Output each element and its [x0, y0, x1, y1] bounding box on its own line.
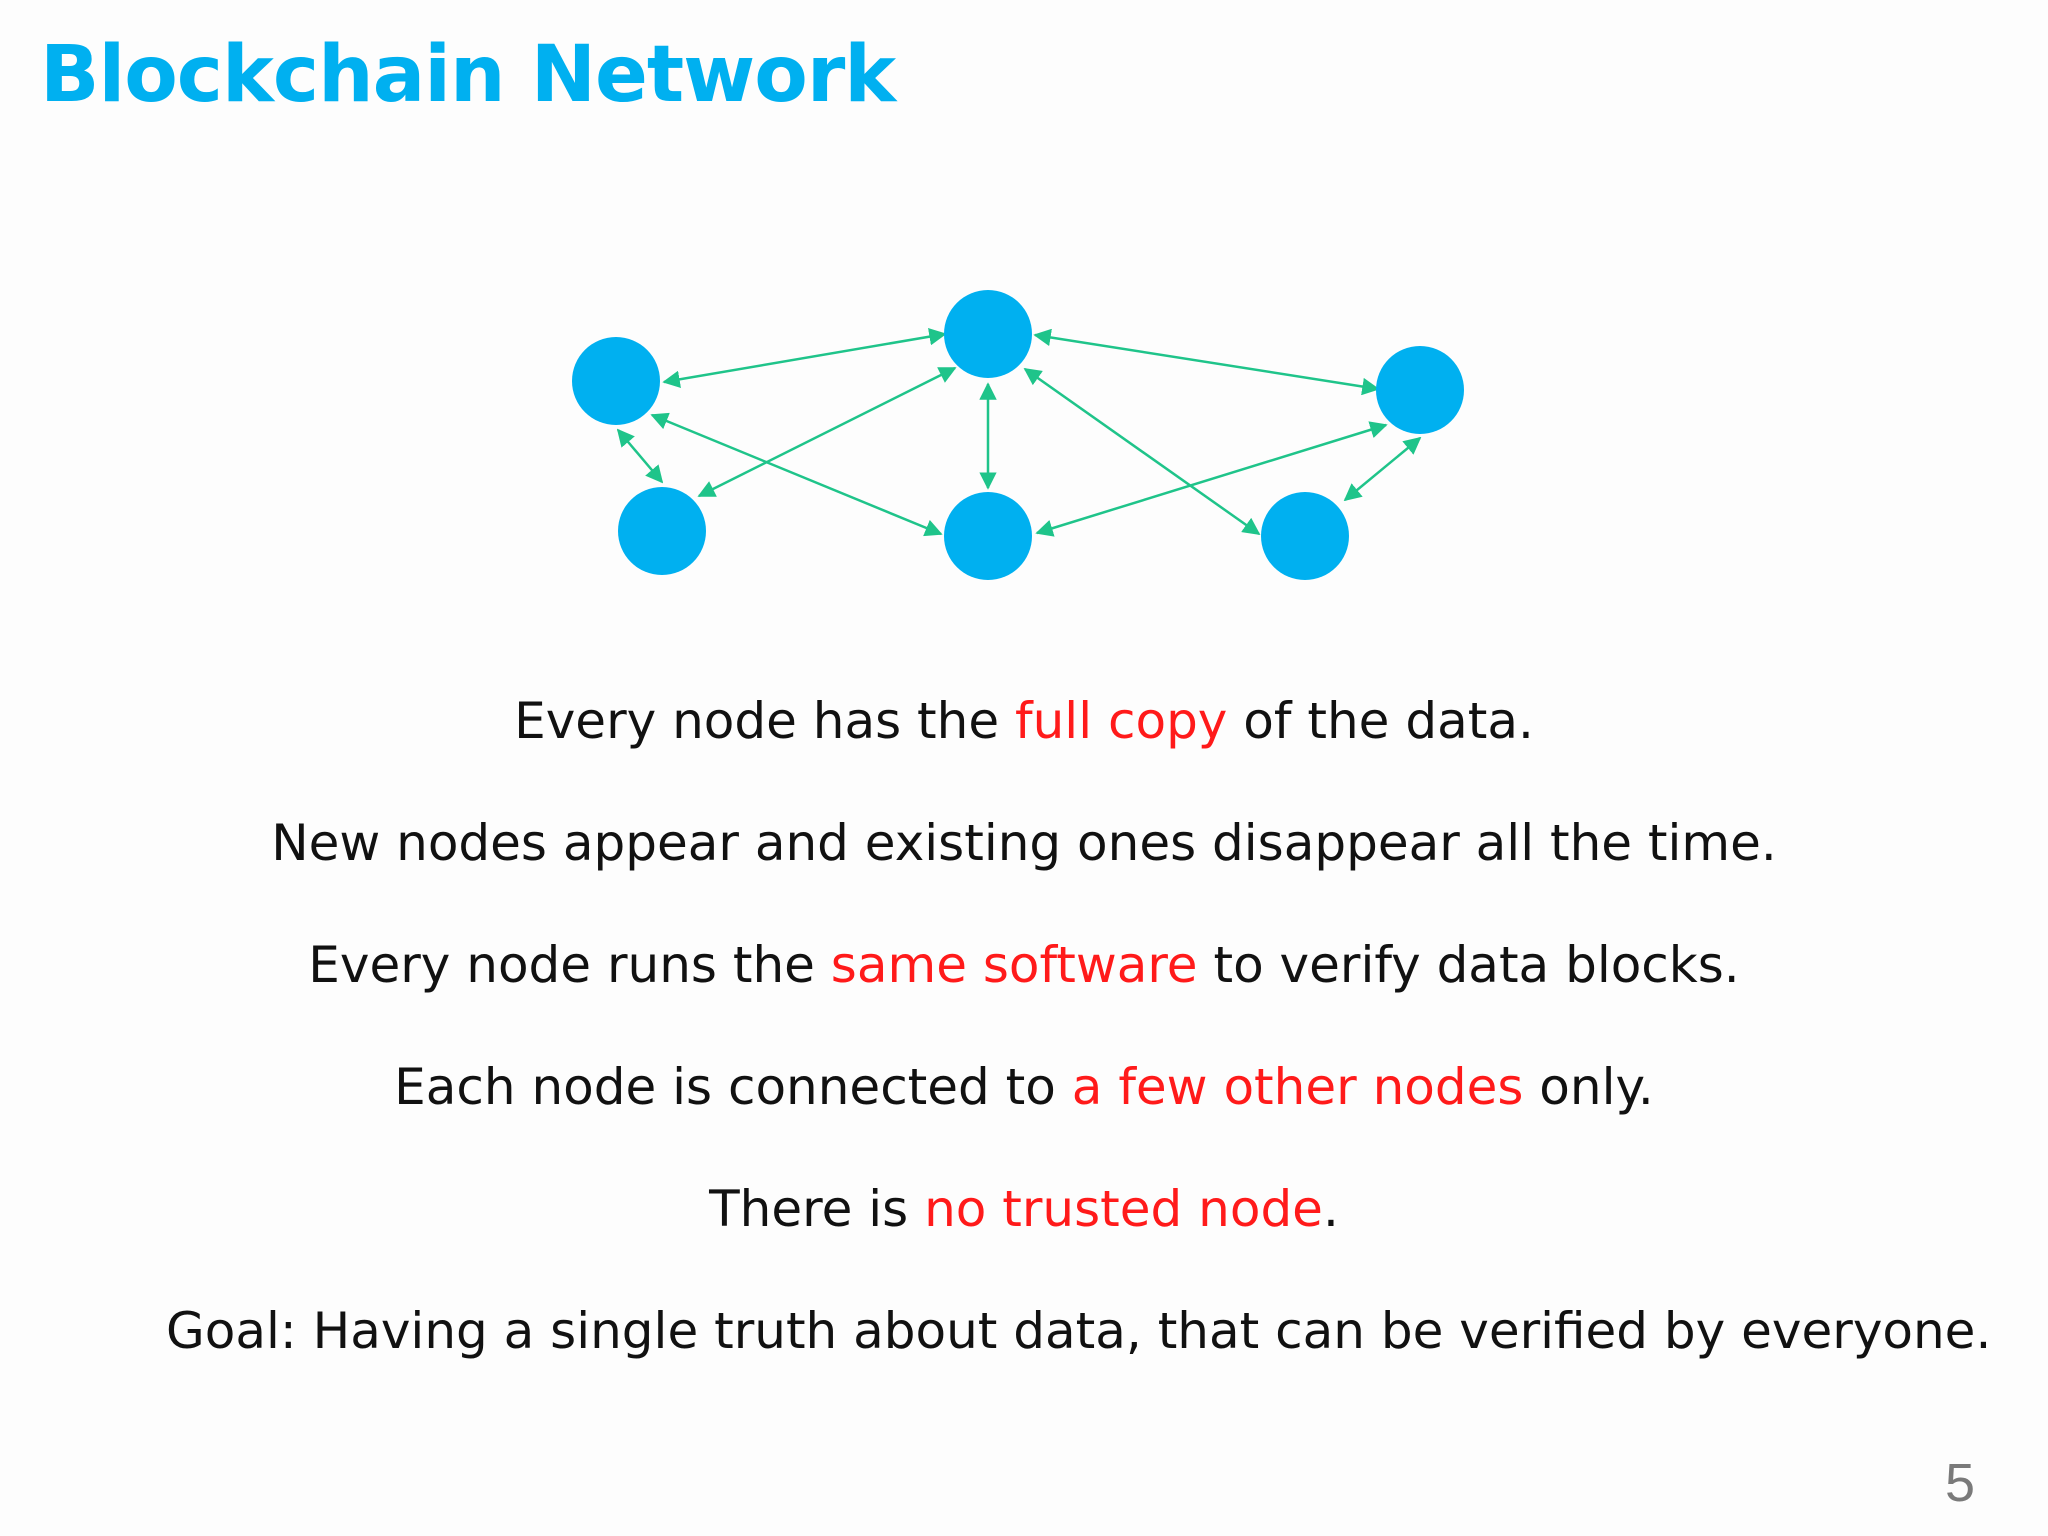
edge-center-top-right	[1033, 328, 1380, 396]
edge-bottom-center-top-right	[1035, 421, 1388, 537]
edge-top-right-bottom-right	[1343, 436, 1422, 502]
edge-top-left-bottom-left	[616, 428, 664, 484]
statement-text: .	[1322, 1180, 1339, 1238]
statements-list: Every node has the full copy of the data…	[0, 660, 2048, 1392]
node-bottom-center	[944, 492, 1032, 580]
statement-text: of the data.	[1227, 692, 1534, 750]
statement-no-trusted-node: There is no trusted node.	[0, 1148, 2048, 1270]
node-top-right	[1376, 346, 1464, 434]
statement-text: Each node is connected to	[394, 1058, 1072, 1116]
statement-highlight: same software	[830, 936, 1198, 994]
statement-goal: Goal: Having a single truth about data, …	[0, 1270, 2048, 1392]
statement-text: Every node runs the	[308, 936, 831, 994]
statement-text: Goal: Having a single truth about data, …	[166, 1302, 1992, 1360]
slide-title: Blockchain Network	[40, 30, 896, 120]
node-top-left	[572, 337, 660, 425]
edge-center-bottom-right	[1023, 367, 1261, 536]
network-edges	[616, 328, 1422, 537]
statement-text: only.	[1523, 1058, 1654, 1116]
statement-highlight: no trusted node	[924, 1180, 1323, 1238]
statement-nodes-appear: New nodes appear and existing ones disap…	[0, 782, 2048, 904]
node-bottom-right	[1261, 492, 1349, 580]
edge-top-left-center	[662, 328, 947, 388]
statement-text: Every node has the	[514, 692, 1016, 750]
statement-highlight: full copy	[1015, 692, 1228, 750]
edge-center-bottom-left	[697, 366, 957, 498]
statement-text: to verify data blocks.	[1197, 936, 1740, 994]
network-nodes	[572, 290, 1464, 580]
statement-few-nodes: Each node is connected to a few other no…	[0, 1026, 2048, 1148]
statement-full-copy: Every node has the full copy of the data…	[0, 660, 2048, 782]
network-diagram	[572, 290, 1464, 580]
node-bottom-left	[618, 487, 706, 575]
statement-highlight: a few other nodes	[1071, 1058, 1524, 1116]
statement-text: There is	[709, 1180, 925, 1238]
statement-text: New nodes appear and existing ones disap…	[271, 814, 1777, 872]
node-top-center	[944, 290, 1032, 378]
page-number: 5	[1944, 1453, 1975, 1513]
statement-same-software: Every node runs the same software to ver…	[0, 904, 2048, 1026]
